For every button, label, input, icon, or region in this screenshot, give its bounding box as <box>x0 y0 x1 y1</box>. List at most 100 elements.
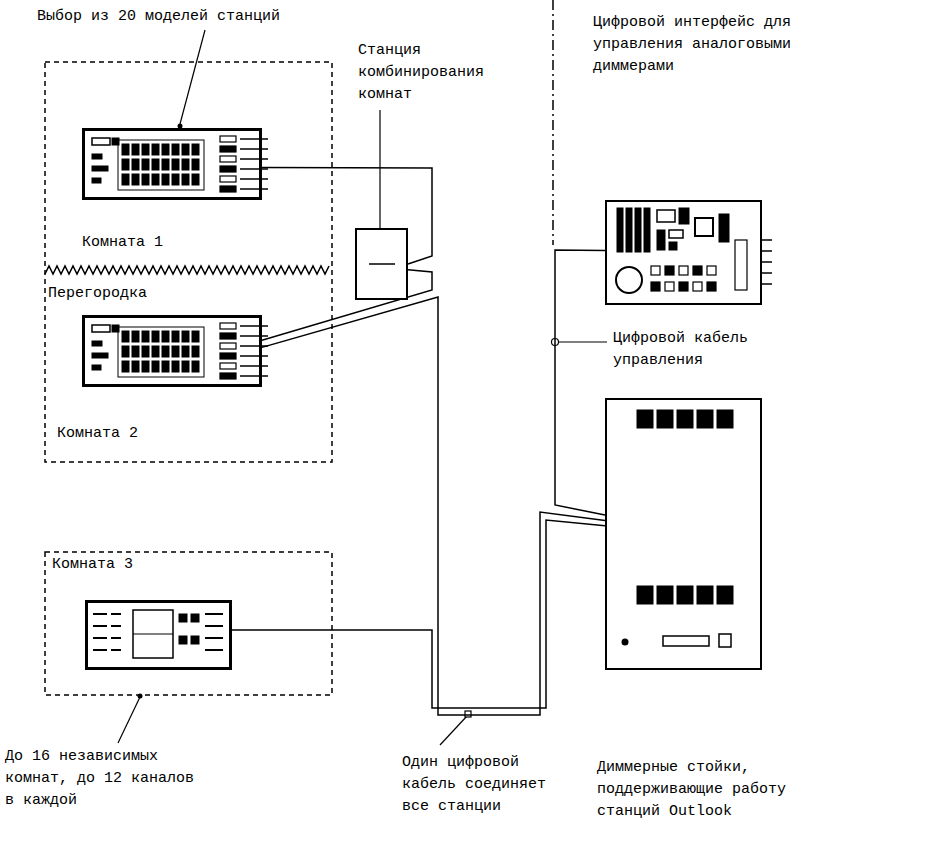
panel-part <box>152 331 159 342</box>
equipment-drawing <box>605 200 762 305</box>
partition-line <box>45 266 329 274</box>
panel-part <box>693 266 702 275</box>
panel-part <box>220 333 236 339</box>
panel-part <box>657 210 675 222</box>
panel-part <box>84 317 261 386</box>
callout-label: Цифровой кабель управления <box>613 328 762 372</box>
panel-part <box>657 586 673 604</box>
panel-line <box>240 355 268 357</box>
control-cable <box>232 520 605 708</box>
leader-line <box>379 110 380 234</box>
callout-label: Перегородка <box>48 283 165 305</box>
leader-line <box>118 697 140 743</box>
panel-part <box>182 346 189 357</box>
digital-interface: Цифровой интерфейс для управления аналог… <box>605 200 762 305</box>
panel-part <box>182 159 189 170</box>
panel-line <box>240 188 268 190</box>
panel-part <box>92 353 108 358</box>
panel-part <box>122 174 129 185</box>
panel-part <box>220 323 236 329</box>
panel-part <box>152 346 159 357</box>
panel-part <box>192 346 199 357</box>
panel-line <box>369 263 395 265</box>
callout-label: Выбор из 20 моделей станций <box>37 6 307 28</box>
panel-part <box>179 636 187 644</box>
panel-part <box>220 136 236 142</box>
panel-line <box>111 649 121 651</box>
panel-part <box>637 586 653 604</box>
panel-part <box>162 159 169 170</box>
panel-part <box>162 331 169 342</box>
panel-line <box>240 345 268 347</box>
panel-part <box>122 331 129 342</box>
panel-line <box>205 625 223 627</box>
panel-part <box>192 174 199 185</box>
panel-part <box>92 365 101 370</box>
panel-line <box>133 634 173 635</box>
panel-line <box>762 272 772 274</box>
panel-part <box>182 361 189 372</box>
panel-part <box>192 144 199 155</box>
panel-line <box>240 325 268 327</box>
panel-part <box>172 331 179 342</box>
panel-part <box>87 602 231 669</box>
panel-part <box>92 341 102 346</box>
panel-part <box>651 282 660 291</box>
panel-part <box>220 186 236 192</box>
panel-part <box>677 586 693 604</box>
panel-part <box>92 178 101 183</box>
panel-part <box>142 331 149 342</box>
panel-part <box>677 410 693 428</box>
panel-part <box>162 144 169 155</box>
leader-line <box>180 30 205 124</box>
panel-part <box>735 240 747 290</box>
panel-part <box>142 361 149 372</box>
panel-part <box>665 266 674 275</box>
panel-part <box>606 201 761 304</box>
node-caption: Комната 1 <box>82 232 262 254</box>
panel-line <box>240 138 268 140</box>
panel-part <box>162 361 169 372</box>
panel-part <box>122 346 129 357</box>
panel-part <box>142 144 149 155</box>
panel-line <box>111 613 121 615</box>
leader-square <box>465 711 471 717</box>
panel-part <box>92 154 102 159</box>
panel-part <box>142 159 149 170</box>
panel-part <box>719 634 731 647</box>
panel-part <box>693 282 702 291</box>
panel-line <box>240 375 268 377</box>
panel-part <box>122 144 129 155</box>
panel-part <box>669 242 677 250</box>
panel-part <box>663 636 709 646</box>
panel-part <box>626 208 632 252</box>
combining-station: Станция комбинирования комнат <box>355 228 408 300</box>
panel-part <box>132 361 139 372</box>
panel-part <box>92 166 108 171</box>
panel-line <box>93 637 107 639</box>
node-caption: Комната 3 <box>52 554 232 576</box>
panel-part <box>182 174 189 185</box>
panel-part <box>679 266 688 275</box>
node-caption: Цифровой интерфейс для управления аналог… <box>593 12 800 78</box>
panel-part <box>182 331 189 342</box>
panel-part <box>152 361 159 372</box>
panel-part <box>697 410 713 428</box>
control-cable <box>555 250 605 515</box>
panel-part <box>172 144 179 155</box>
panel-part <box>132 346 139 357</box>
panel-line <box>762 261 772 263</box>
panel-part <box>152 159 159 170</box>
panel-part <box>132 174 139 185</box>
panel-line <box>93 625 107 627</box>
control-cable <box>262 297 605 715</box>
panel-part <box>132 159 139 170</box>
panel-part <box>172 361 179 372</box>
panel-part <box>657 230 665 250</box>
panel-line <box>240 365 268 367</box>
panel-part <box>220 353 236 359</box>
panel-line <box>111 637 121 639</box>
equipment-drawing <box>605 398 762 670</box>
panel-part <box>132 144 139 155</box>
